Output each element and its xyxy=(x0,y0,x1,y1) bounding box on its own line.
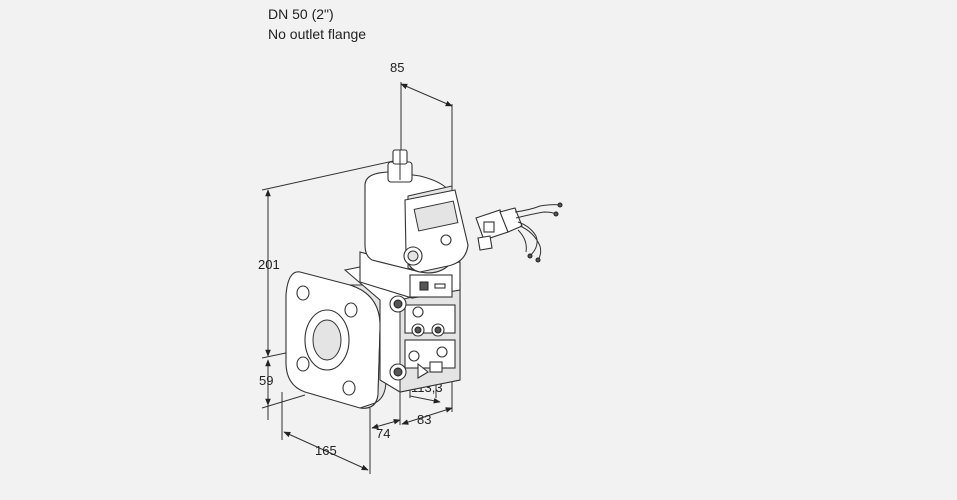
dimension-label-201: 201 xyxy=(258,257,280,272)
dimension-83: 83 xyxy=(401,380,453,427)
cable-connector xyxy=(475,202,563,263)
nominal-size-label: DN 50 (2") xyxy=(268,6,334,22)
dimension-label-165: 165 xyxy=(315,443,337,458)
dimension-59: 59 xyxy=(259,359,306,420)
dimension-165: 165 xyxy=(281,392,371,474)
dimension-label-74: 74 xyxy=(376,426,390,441)
solenoid-actuator xyxy=(359,149,469,299)
dimension-74: 74 xyxy=(371,382,401,441)
dimension-label-83: 83 xyxy=(417,412,431,427)
dimension-85: 85 xyxy=(390,60,453,188)
dimension-201: 201 xyxy=(258,159,399,359)
dimension-label-59: 59 xyxy=(259,373,273,388)
variant-label: No outlet flange xyxy=(268,26,367,42)
dimension-label-85: 85 xyxy=(390,60,404,75)
